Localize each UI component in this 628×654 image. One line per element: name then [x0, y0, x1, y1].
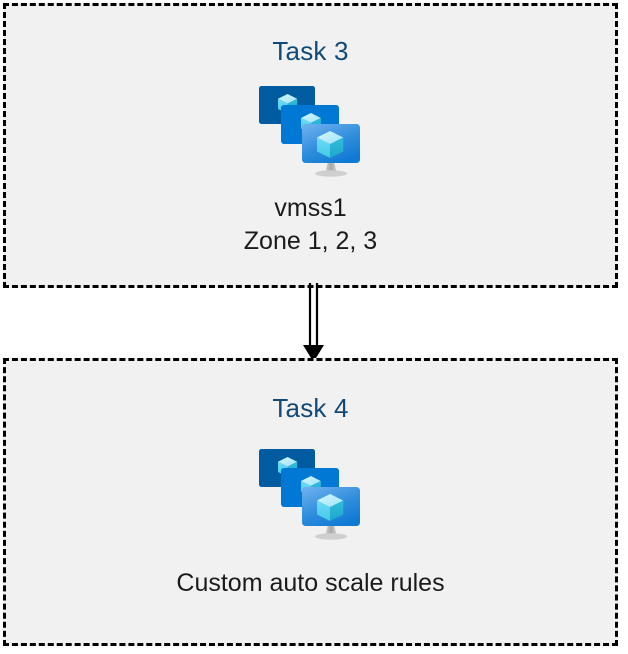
virtual-machine-scale-set-icon: [258, 86, 360, 177]
task-caption: Custom auto scale rules: [176, 569, 445, 597]
vmss-icon-wrapper-task-3: [255, 80, 367, 180]
connector-arrow-task3-to-task4: [303, 283, 324, 362]
task-box-task-3[interactable]: Task 3: [3, 3, 618, 288]
task-caption: vmss1 Zone 1, 2, 3: [243, 194, 378, 255]
task-title: Task 3: [272, 36, 349, 66]
vmss-front-monitor: [301, 487, 360, 526]
vmss-monitor-stand: [314, 525, 347, 540]
vmss-icon-wrapper-task-4: [255, 443, 367, 543]
vmss-monitor-stand: [314, 162, 347, 177]
task-caption-wrapper-task-4: Custom auto scale rules: [176, 567, 444, 600]
task-title: Task 4: [272, 393, 349, 423]
vmss-front-monitor: [301, 124, 360, 163]
task-box-task-4[interactable]: Task 4: [3, 358, 618, 646]
virtual-machine-scale-set-icon: [258, 449, 360, 540]
task-caption-wrapper-task-3: vmss1 Zone 1, 2, 3: [244, 192, 377, 258]
